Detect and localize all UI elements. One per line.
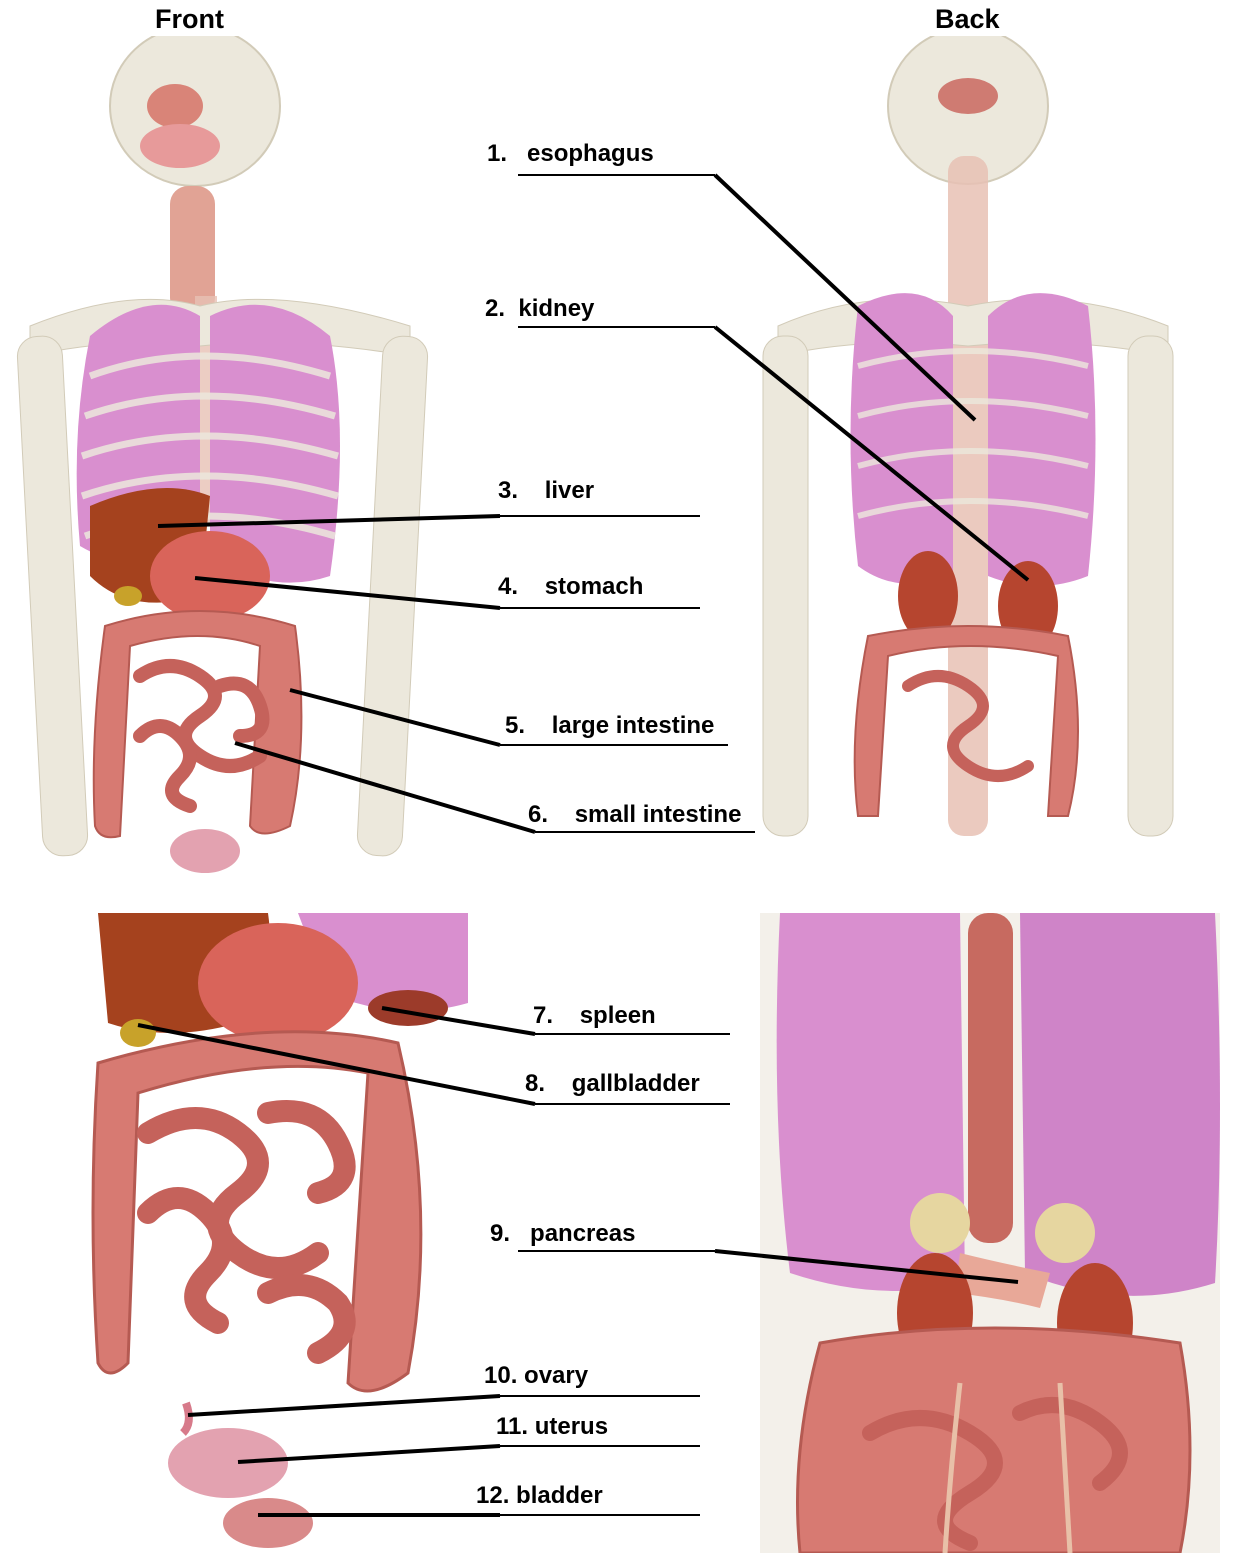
label-number: 10. — [484, 1362, 517, 1390]
pointer-line-10 — [188, 1396, 500, 1415]
label-number: 6. — [528, 801, 548, 829]
label-number: 5. — [505, 712, 525, 740]
label-text: esophagus — [527, 140, 654, 167]
label-text: large intestine — [552, 712, 715, 739]
label-number: 7. — [533, 1002, 553, 1030]
label-number: 12. — [476, 1482, 509, 1510]
pointer-line-5 — [290, 690, 500, 745]
label-6: 6. small intestine — [528, 801, 741, 829]
label-4: 4. stomach — [498, 573, 643, 601]
pointer-line-3 — [158, 516, 500, 526]
label-11: 11. uterus — [496, 1413, 608, 1441]
label-number: 11. — [496, 1413, 528, 1441]
label-number: 9. — [490, 1220, 510, 1248]
label-12: 12. bladder — [476, 1482, 603, 1510]
label-number: 1. — [487, 140, 507, 168]
label-10: 10. ovary — [484, 1362, 588, 1390]
pointer-line-1 — [715, 175, 975, 420]
label-number: 4. — [498, 573, 518, 601]
label-text: uterus — [535, 1413, 608, 1440]
label-number: 3. — [498, 477, 518, 505]
label-text: bladder — [516, 1482, 603, 1509]
label-text: stomach — [545, 573, 644, 600]
pointer-line-6 — [235, 743, 535, 832]
label-7: 7. spleen — [533, 1002, 656, 1030]
pointer-line-4 — [195, 578, 500, 608]
label-text: pancreas — [530, 1220, 635, 1247]
label-text: liver — [545, 477, 594, 504]
label-text: kidney — [518, 295, 594, 322]
pointer-line-8 — [138, 1025, 535, 1104]
label-number: 8. — [525, 1070, 545, 1098]
label-text: gallbladder — [572, 1070, 700, 1097]
label-3: 3. liver — [498, 477, 594, 505]
label-8: 8. gallbladder — [525, 1070, 700, 1098]
pointer-line-2 — [715, 327, 1028, 580]
label-1: 1. esophagus — [487, 140, 654, 168]
pointer-line-7 — [382, 1008, 535, 1034]
pointer-line-9 — [715, 1251, 1018, 1282]
pointer-line-11 — [238, 1446, 500, 1462]
label-5: 5. large intestine — [505, 712, 714, 740]
label-9: 9. pancreas — [490, 1220, 635, 1248]
label-text: ovary — [524, 1362, 588, 1389]
label-number: 2. — [485, 295, 505, 323]
label-text: small intestine — [575, 801, 742, 828]
label-2: 2. kidney — [485, 295, 594, 323]
label-text: spleen — [580, 1002, 656, 1029]
